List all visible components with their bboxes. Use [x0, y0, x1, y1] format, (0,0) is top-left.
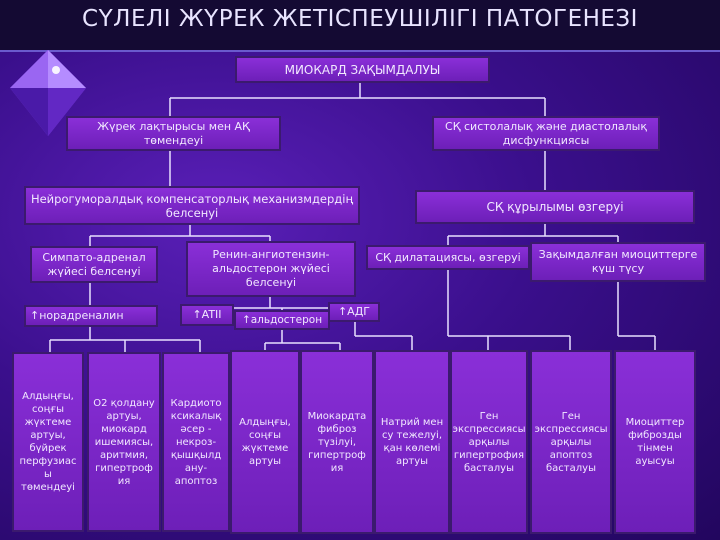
node-raas: Ренин-ангиотензин-альдостерон жүйесі бел…: [186, 241, 356, 297]
effect-box: Миокардта фиброз түзілуі, гипертроф ия: [300, 350, 374, 534]
effect-box: Ген экспрессиясы арқылы апоптоз басталуы: [530, 350, 612, 534]
node-lv-dilatation: СҚ дилатациясы, өзгеруі: [366, 245, 530, 270]
node-atii: ↑ATII: [180, 304, 234, 326]
effect-box: Алдыңғы, соңғы жүктеме артуы: [230, 350, 300, 534]
effect-box: Алдыңғы, соңғы жүктеме артуы, бүйрек пер…: [12, 352, 84, 532]
node-aldosterone: ↑альдостерон: [234, 310, 330, 330]
root-node: МИОКАРД ЗАҚЫМДАЛУЫ: [235, 56, 490, 83]
node-cardiac-output: Жүрек лақтырысы мен АҚ төмендеуі: [66, 116, 281, 151]
node-sympathoadrenal: Симпато-адренал жүйесі белсенуі: [30, 246, 158, 283]
node-neurohumoral: Нейрогуморалдық компенсаторлық механизмд…: [24, 186, 360, 225]
effect-box: О2 қолдану артуы, миокард ишемиясы, арит…: [87, 352, 161, 532]
node-adh: ↑АДГ: [328, 302, 380, 322]
effect-box: Натрий мен су тежелуі, қан көлемі артуы: [374, 350, 450, 534]
node-myocyte-overload: Зақымдалған миоциттерге күш түсу: [530, 242, 706, 282]
node-noradrenaline: ↑норадреналин: [24, 305, 158, 327]
node-lv-remodeling: СҚ құрылымы өзгеруі: [415, 190, 695, 224]
node-lv-dysfunction: СҚ систолалық және диастолалық дисфункци…: [432, 116, 660, 151]
effect-box: Кардиото ксикалық әсер - некроз-қышқылд …: [162, 352, 230, 532]
effect-box: Миоциттер фиброзды тінмен ауысуы: [614, 350, 696, 534]
effect-box: Ген экспрессиясы арқылы гипертрофия баст…: [450, 350, 528, 534]
